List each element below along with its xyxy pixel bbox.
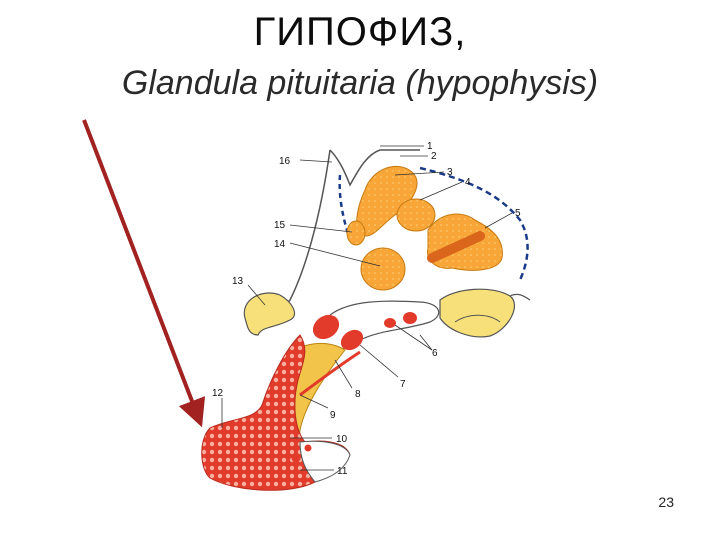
mammillary-body	[439, 288, 516, 338]
label-13: 13	[232, 276, 244, 287]
slide-title: ГИПОФИЗ,	[253, 10, 467, 54]
label-15: 15	[274, 220, 286, 231]
label-2: 2	[431, 151, 437, 162]
nucleus-14	[346, 220, 366, 246]
label-11: 11	[337, 466, 348, 477]
label-14: 14	[274, 239, 286, 250]
dashed-boundary-right	[419, 166, 529, 281]
label-7: 7	[400, 379, 406, 390]
red-nucleus-d	[403, 312, 417, 324]
label-16: 16	[279, 156, 291, 167]
pars-tuberalis	[243, 292, 295, 336]
red-nucleus-c	[384, 318, 396, 328]
pointer-arrow	[82, 119, 206, 428]
nucleus-15	[360, 247, 406, 291]
ventricle-outline	[329, 149, 420, 187]
nucleus-4	[396, 198, 436, 232]
red-nucleus-a	[312, 314, 340, 340]
label-4: 4	[465, 177, 471, 188]
label-10: 10	[336, 434, 348, 445]
label-3: 3	[447, 167, 453, 178]
label-12: 12	[212, 388, 224, 399]
nucleus-5-band	[427, 231, 485, 263]
label-8: 8	[355, 389, 361, 400]
label-6: 6	[432, 348, 438, 359]
label-5: 5	[515, 208, 521, 219]
slide-subtitle: Glandula pituitaria (hypophysis)	[121, 64, 599, 102]
dashed-boundary-left	[338, 174, 352, 241]
label-1: 1	[427, 141, 433, 152]
red-nucleus-b	[340, 329, 364, 351]
neurohypophysis	[299, 440, 351, 483]
slide-number: 23	[658, 494, 674, 510]
label-9: 9	[330, 410, 336, 421]
